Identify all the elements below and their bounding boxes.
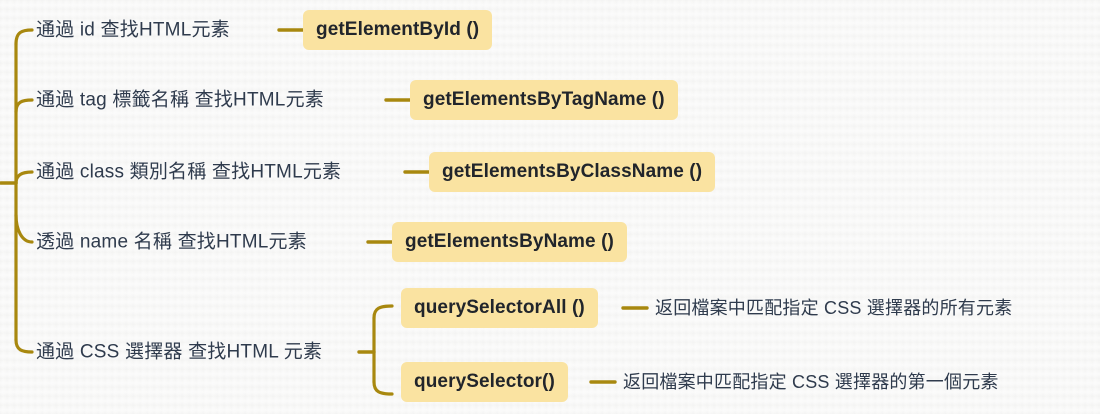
method-pill-query-selector[interactable]: querySelector(): [401, 362, 568, 402]
branch-curve-1: [14, 28, 34, 46]
method-pill-query-selector-all[interactable]: querySelectorAll (): [401, 288, 598, 328]
method-pill-get-element-by-id[interactable]: getElementById (): [303, 10, 493, 50]
branch-label-get-elements-by-class-name: 通過 class 類別名稱 查找HTML元素: [36, 161, 342, 183]
branch-label-get-elements-by-name: 透過 name 名稱 查找HTML元素: [36, 231, 307, 253]
method-pill-get-elements-by-name[interactable]: getElementsByName (): [392, 222, 627, 262]
description-query-selector-all: 返回檔案中匹配指定 CSS 選擇器的所有元素: [655, 298, 1013, 318]
branch-curve-4: [14, 213, 34, 244]
nested-curve-bottom: [372, 380, 394, 396]
description-query-selector: 返回檔案中匹配指定 CSS 選擇器的第一個元素: [623, 372, 999, 392]
branch-curve-5: [14, 338, 34, 354]
branch-curve-3: [14, 170, 34, 185]
nested-curve-top: [372, 304, 394, 320]
method-pill-get-elements-by-class-name[interactable]: getElementsByClassName (): [429, 152, 716, 192]
method-pill-get-elements-by-tag-name[interactable]: getElementsByTagName (): [410, 80, 678, 120]
branch-label-get-element-by-id: 通過 id 查找HTML元素: [36, 19, 230, 41]
branch-label-get-elements-by-tag-name: 通過 tag 標籤名稱 查找HTML元素: [36, 89, 324, 111]
branch-label-css-selector: 通過 CSS 選擇器 查找HTML 元素: [36, 341, 323, 363]
branch-curve-2: [14, 98, 34, 114]
